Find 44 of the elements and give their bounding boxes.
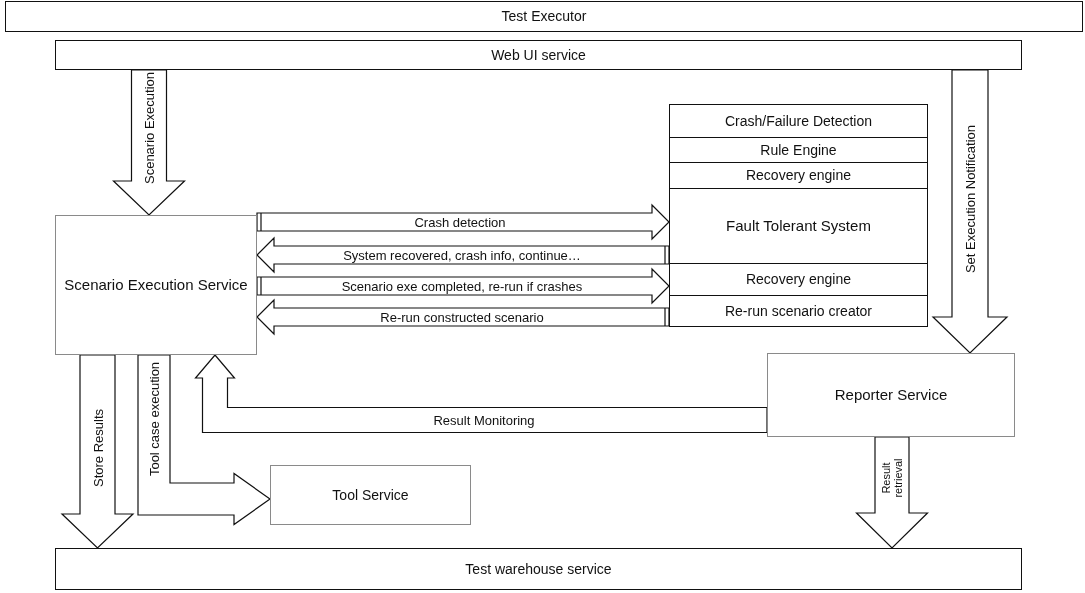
service-box [669,162,928,189]
edge-label: Result Monitoring [433,412,535,428]
box-label: Fault Tolerant System [725,216,872,236]
box-label: Tool Service [331,485,410,505]
block-arrow [855,436,929,549]
service-box [669,137,928,163]
block-arrow [931,69,1009,354]
edge-label: Re-run constructed scenario [380,309,544,325]
box-label: Re-run scenario creator [723,301,874,321]
service-box [55,40,1022,70]
block-arrow [112,69,186,216]
box-label: Rule Engine [759,140,838,160]
edge-label: Scenario Execution [141,72,157,184]
edge-label: Set Execution Notification [962,124,978,274]
service-box [55,215,257,355]
box-label: Crash/Failure Detection [723,111,874,131]
box-label: Test Executor [500,7,588,26]
service-box [767,353,1015,437]
block-arrow [256,236,670,274]
block-arrow [194,354,768,434]
box-label: Reporter Service [833,385,949,405]
box-label: Recovery engine [744,270,853,289]
box-label: Scenario Execution Service [63,275,249,295]
box-label: Recovery engine [744,166,853,185]
service-box [669,188,928,264]
edge-label: Store Results [90,409,105,487]
service-box [669,263,928,296]
edge-label: System recovered, crash info, continue… [343,247,581,263]
block-arrow [256,267,670,305]
box-label: Web UI service [490,45,587,65]
service-box [55,548,1022,590]
service-box [669,104,928,138]
edge-label: Crash detection [414,214,506,230]
edge-label: Result retrieval [880,457,904,500]
block-arrow [256,298,670,336]
block-arrow [60,354,135,549]
edge-label: Scenario exe completed, re-run if crashes [341,278,583,294]
service-box [5,1,1083,32]
block-arrow [256,203,670,241]
edge-label: Tool case execution [146,361,162,477]
block-arrow [137,354,272,526]
box-label: Test warehouse service [464,559,613,579]
service-box [669,295,928,327]
service-box [270,465,471,525]
